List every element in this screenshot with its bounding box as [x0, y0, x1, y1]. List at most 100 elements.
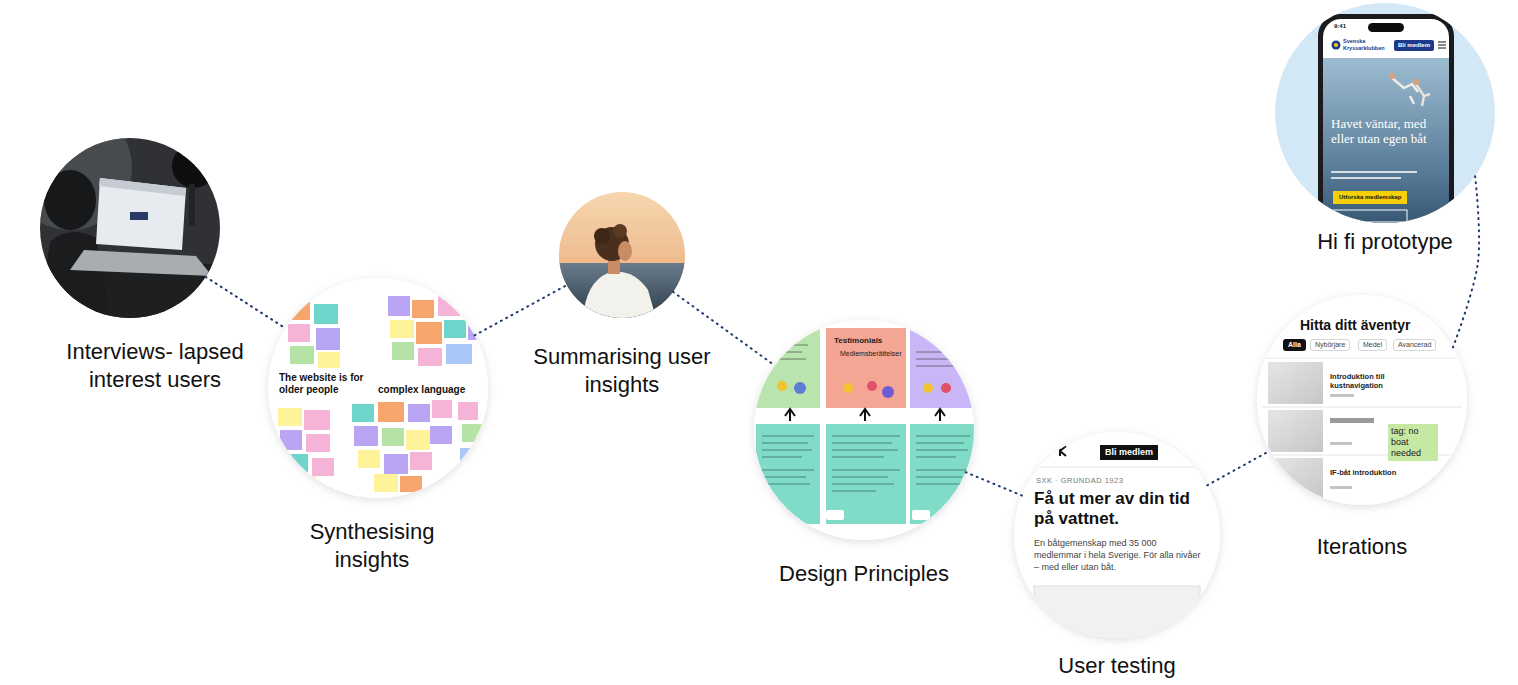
- filter-chip: Medel: [1358, 339, 1387, 351]
- sticky-notes: [306, 434, 330, 452]
- phone-mockup: [1323, 58, 1449, 258]
- sticky-notes: [280, 430, 302, 450]
- card-title: IF-båt introduktion: [1330, 468, 1396, 477]
- status-time: 9:41: [1334, 23, 1346, 30]
- hero-headline: Få ut mer av din tid på vattnet.: [1034, 489, 1210, 529]
- sticky-notes: [438, 296, 460, 316]
- sticky-notes: [392, 342, 414, 360]
- sea-photo: [559, 192, 685, 318]
- dotted-connector: [206, 277, 286, 329]
- summary-step: Summarising user insights: [559, 192, 685, 318]
- sticky-heading: The website is for older people: [279, 372, 375, 396]
- listing-mockup: [1330, 418, 1374, 423]
- interview-photo: [8, 106, 220, 324]
- screen-ground: [1257, 295, 1467, 505]
- listing-mockup: [1330, 394, 1354, 397]
- sticky-notes: [382, 428, 404, 446]
- sticky-notes: [312, 458, 334, 476]
- principle-cards: [882, 386, 894, 398]
- sticky-notes: [318, 352, 340, 368]
- principle-title: Testimonials: [834, 336, 882, 346]
- interview-step: Interviews- lapsed interest users: [40, 138, 220, 318]
- sticky-notes: [446, 344, 472, 364]
- dotted-connector: [475, 285, 567, 335]
- interview-photo: [70, 250, 212, 276]
- sticky-notes: [408, 404, 430, 422]
- cta-button: Utforska medlemskap: [1333, 191, 1407, 204]
- sticky-notes: [358, 450, 380, 468]
- phone-mockup: [1332, 41, 1341, 50]
- dotted-connector: [1453, 176, 1479, 347]
- principle-cards: [777, 381, 787, 391]
- principle-cards: [843, 383, 853, 393]
- interview-photo: [172, 144, 216, 188]
- step-label: Iterations: [1272, 533, 1452, 561]
- filter-chip: Alla: [1283, 339, 1306, 351]
- listing-mockup: [1268, 458, 1323, 500]
- sticky-notes: [352, 404, 374, 422]
- web-page-mockup: [1060, 446, 1066, 456]
- principle-cards: [762, 345, 964, 366]
- step-label: Synthesising insights: [282, 518, 462, 573]
- sticky-notes: [316, 328, 340, 350]
- step-label: Design Principles: [744, 560, 984, 588]
- sticky-notes: [460, 448, 478, 466]
- listing-mockup: [1268, 362, 1323, 404]
- phone-mockup: [1389, 73, 1395, 79]
- sticky-notes: [458, 402, 478, 420]
- phone-mockup: [1318, 14, 1454, 264]
- principle-cards: [756, 328, 976, 524]
- principle-cards: [826, 328, 906, 408]
- dotted-connector: [1207, 451, 1270, 486]
- page-heading: Hitta ditt äventyr: [1300, 317, 1410, 334]
- listing-mockup: [1262, 358, 1462, 359]
- interview-photo: [44, 170, 96, 230]
- sticky-notes: [412, 300, 434, 318]
- sticky-notes: [390, 320, 414, 338]
- web-page-mockup: [1034, 586, 1200, 646]
- sea-photo: [559, 262, 685, 318]
- step-label: Interviews- lapsed interest users: [45, 338, 265, 393]
- web-page-mockup: [1030, 446, 1210, 646]
- sticky-notes: [374, 474, 398, 492]
- step-label: User testing: [1017, 652, 1217, 680]
- interview-photo: [130, 212, 148, 220]
- sticky-notes: [296, 476, 316, 490]
- phone-mockup: [1413, 79, 1419, 85]
- principle-cards: [756, 424, 820, 524]
- phone-mockup: [1438, 42, 1446, 48]
- sticky-notes: [284, 454, 308, 472]
- sea-photo: [594, 228, 610, 244]
- step-label: Hi fi prototype: [1305, 228, 1465, 256]
- sticky-notes: [378, 402, 404, 422]
- principle-cards: [910, 424, 976, 524]
- nav-button: Bli medlem: [1394, 40, 1434, 51]
- principle-cards: [756, 328, 820, 408]
- filter-chip: Avancerad: [1393, 339, 1436, 351]
- phone-mockup: [1331, 172, 1417, 178]
- sticky-notes: [286, 300, 310, 320]
- sticky-notes: [278, 296, 486, 492]
- sticky-notes: [354, 426, 378, 446]
- sea-photo: [618, 241, 632, 261]
- nav-button: Bli medlem: [1100, 445, 1158, 460]
- hero-text: En båtgemenskap med 35 000 medlemmar i h…: [1034, 537, 1202, 573]
- sticky-notes: [400, 476, 422, 492]
- logo-text: Svenska Kryssarklubben: [1343, 38, 1391, 51]
- board-ground: [268, 278, 488, 498]
- testing-step: User testing: [1014, 432, 1220, 638]
- web-page-mockup: [1030, 467, 1210, 468]
- principle-cards: [912, 510, 930, 520]
- sea-photo: [583, 272, 656, 318]
- prototype-step: Hi fi prototype: [1275, 3, 1495, 223]
- sticky-notes: [430, 426, 452, 444]
- phone-mockup: [1323, 19, 1449, 259]
- principle-cards: [910, 328, 976, 408]
- sticky-note: tag: no boat needed: [1388, 424, 1438, 461]
- principle-bullet: Medlemsberättelser: [840, 350, 901, 358]
- dotted-connector: [966, 472, 1022, 495]
- sticky-notes: [388, 296, 410, 316]
- step-label: Summarising user insights: [512, 343, 732, 398]
- principle-cards: [923, 383, 933, 393]
- sticky-notes: [444, 320, 466, 338]
